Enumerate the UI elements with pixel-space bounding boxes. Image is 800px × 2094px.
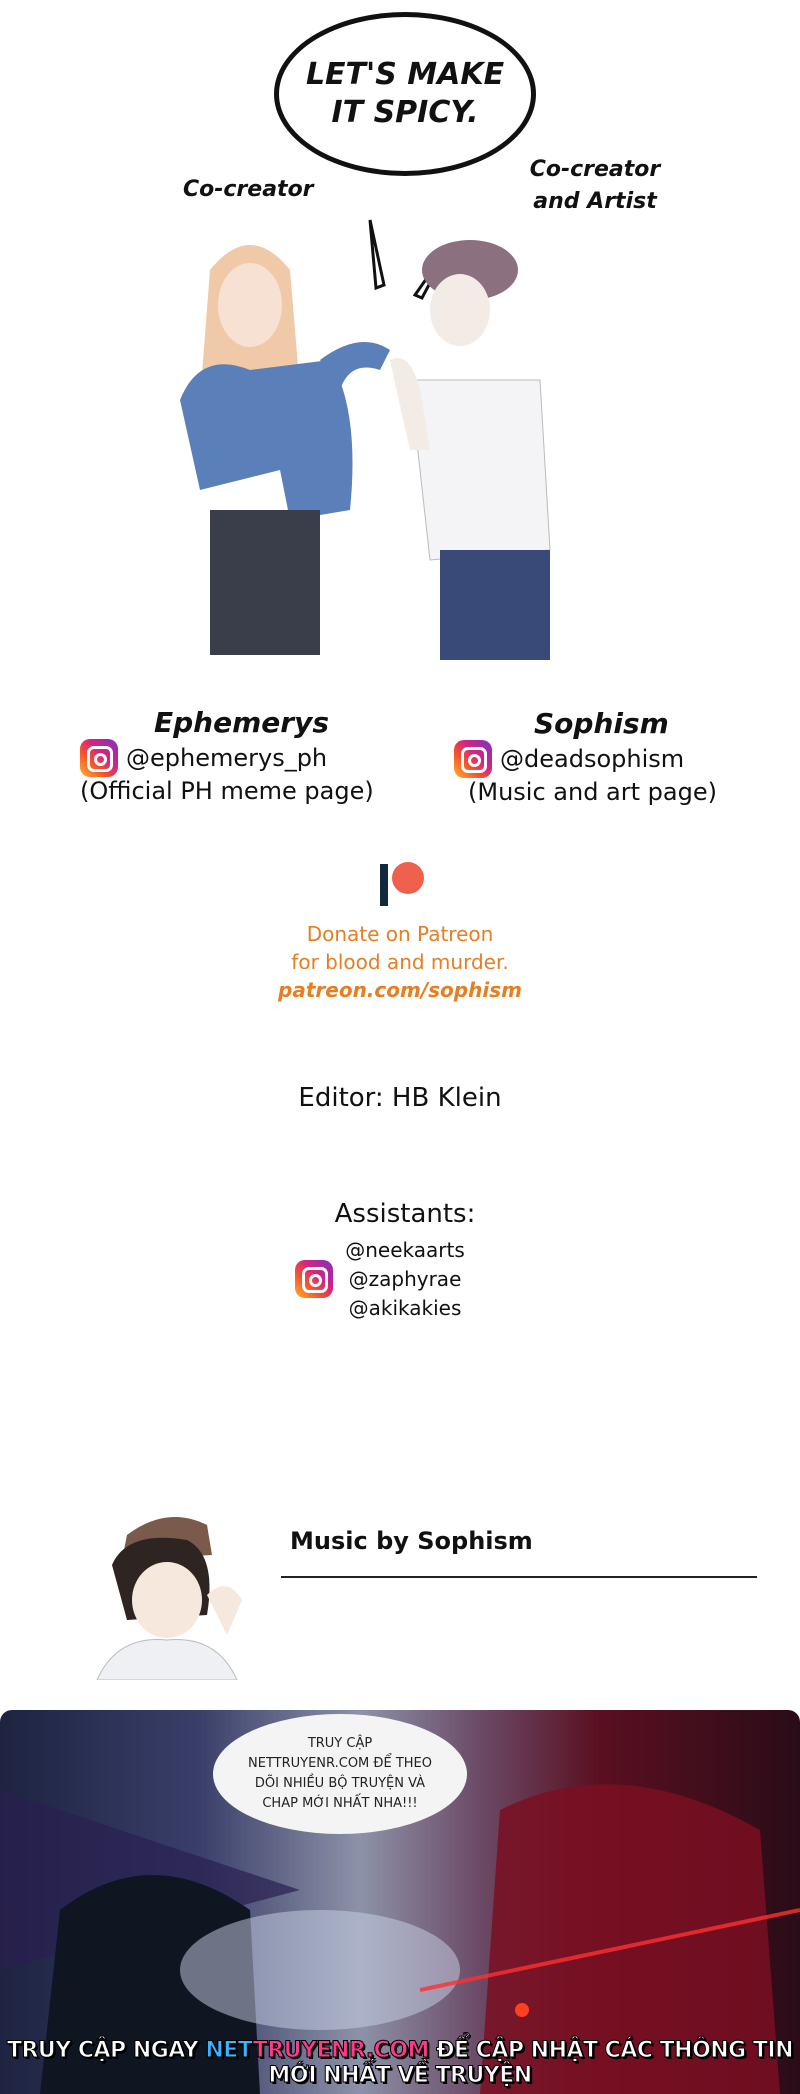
creator-handle: @deadsophism xyxy=(500,745,685,773)
creator-handle-link[interactable]: @deadsophism xyxy=(454,740,774,778)
instagram-icon xyxy=(454,740,492,778)
promo-banner[interactable]: TRUY CẬP NETTRUYENR.COM ĐỂ THEO DÕI NHIỀ… xyxy=(0,1710,800,2094)
banner-speech-bubble: TRUY CẬP NETTRUYENR.COM ĐỂ THEO DÕI NHIỀ… xyxy=(213,1714,467,1834)
editor-credit: Editor: HB Klein xyxy=(298,1083,502,1113)
right-character xyxy=(390,240,551,660)
footer-site-a: NET xyxy=(205,2038,254,2064)
right-role-line1: Co-creator xyxy=(529,157,661,182)
assistant-handle[interactable]: @neekaarts xyxy=(345,1238,465,1262)
banner-footer-text[interactable]: TRUY CẬP NGAY NETTRUYENR.COM ĐỂ CẬP NHẬT… xyxy=(0,2038,800,2089)
creator-note: (Music and art page) xyxy=(468,778,717,806)
instagram-icon xyxy=(295,1260,333,1298)
patreon-line1: Donate on Patreon xyxy=(306,922,494,946)
speech-bubble: LET'S MAKE IT SPICY. xyxy=(274,12,536,176)
creator-name: Sophism xyxy=(534,707,669,740)
footer-site-b: TRUYENR.COM xyxy=(252,2038,430,2064)
banner-bubble-line: CHAP MỚI NHẤT NHA!!! xyxy=(262,1796,418,1811)
assistant-handle[interactable]: @akikakies xyxy=(348,1296,462,1320)
left-role-label: Co-creator xyxy=(183,177,314,202)
patreon-line2: for blood and murder. xyxy=(291,950,509,974)
sophism-avatar xyxy=(96,1517,242,1680)
assistants-list: @neekaarts @zaphyrae @akikakies xyxy=(320,1236,490,1323)
music-credit: Music by Sophism xyxy=(290,1527,533,1555)
creator-note: (Official PH meme page) xyxy=(80,777,374,805)
creator-handle: @ephemerys_ph xyxy=(126,744,328,772)
footer-suffix: ĐỂ CẬP NHẬT CÁC THÔNG TIN MỚI NHẤT VỀ TR… xyxy=(268,2038,794,2089)
creator-sophism: Sophism @deadsophism (Music and art page… xyxy=(454,707,774,806)
banner-artwork xyxy=(0,1784,800,2094)
music-divider xyxy=(281,1576,757,1578)
creator-name: Ephemerys xyxy=(154,706,329,739)
banner-bubble-line: DÕI NHIỀU BỘ TRUYỆN VÀ xyxy=(254,1776,426,1791)
creators-illustration xyxy=(180,219,551,660)
patreon-icon[interactable] xyxy=(380,862,426,908)
assistants-title: Assistants: xyxy=(334,1199,476,1229)
patreon-promo: Donate on Patreon for blood and murder. … xyxy=(200,920,600,1004)
right-role-line2: and Artist xyxy=(533,189,657,214)
emphasis-mark xyxy=(368,219,386,291)
bubble-text-line2: IT SPICY. xyxy=(331,95,479,130)
left-character xyxy=(180,245,390,655)
instagram-icon xyxy=(80,739,118,777)
banner-bubble-line: TRUY CẬP xyxy=(307,1736,373,1751)
bubble-text-line1: LET'S MAKE xyxy=(305,57,505,92)
footer-prefix: TRUY CẬP NGAY xyxy=(6,2038,206,2064)
creator-handle-link[interactable]: @ephemerys_ph xyxy=(80,739,430,777)
right-role-label: Co-creator and Artist xyxy=(520,154,670,218)
assistant-handle[interactable]: @zaphyrae xyxy=(348,1267,462,1291)
banner-bubble-line: NETTRUYENR.COM ĐỂ THEO xyxy=(248,1756,432,1771)
creator-ephemerys: Ephemerys @ephemerys_ph (Official PH mem… xyxy=(80,706,430,805)
patreon-link[interactable]: patreon.com/sophism xyxy=(278,978,522,1002)
